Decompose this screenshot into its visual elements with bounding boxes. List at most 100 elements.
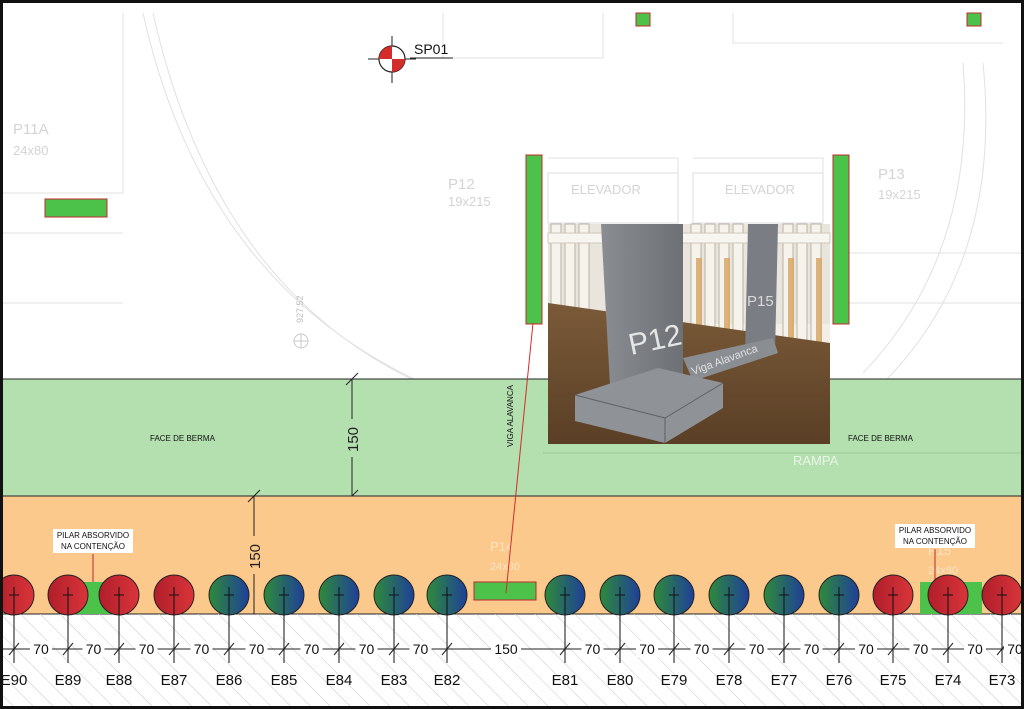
pile-label: E82 [434, 672, 461, 689]
column-label-p11a: P11A [13, 121, 49, 138]
absorbed-note-2-line2: NA CONTENÇÃO [903, 537, 967, 546]
pile-label: E87 [161, 672, 188, 689]
spacing-label: 150 [494, 641, 518, 657]
column-label-p14: P14 [490, 539, 513, 554]
pile-e86 [208, 574, 250, 663]
spacing-label: 70 [1007, 641, 1021, 657]
pile-e74 [927, 574, 969, 663]
spacing-tick [388, 642, 400, 656]
spacing-label: 70 [585, 641, 601, 657]
background-linework [3, 12, 1021, 394]
spacing-tick [168, 642, 180, 656]
spacing-label-bg [82, 641, 105, 657]
pile-e77 [763, 574, 805, 663]
render-column-p12 [601, 224, 683, 411]
spacing-label-bg [745, 641, 768, 657]
pile-e83 [373, 574, 415, 663]
column-block-top-2 [966, 12, 982, 27]
pile-e78 [708, 574, 750, 663]
berm-label-1: FACE DE BERMA [150, 434, 216, 443]
survey-point-label: SP01 [414, 41, 448, 57]
column-size-p14: 24x80 [490, 561, 520, 573]
pile-e89 [47, 574, 89, 663]
spacing-label: 70 [804, 641, 820, 657]
beam-leader-line [505, 322, 534, 594]
pile-label: E86 [216, 672, 243, 689]
spacing-label-bg [30, 641, 52, 657]
spacing-tick [833, 642, 845, 656]
spacing-label-bg [1004, 641, 1021, 657]
wall-column-block-p14 [473, 581, 537, 601]
spacing-tick [278, 642, 290, 656]
spacing-label: 70 [139, 641, 155, 657]
pile-label: E75 [880, 672, 907, 689]
spacing-label: 70 [639, 641, 655, 657]
wall-dim-label: 150 [247, 544, 264, 569]
render-wood-posts [696, 258, 822, 353]
spacing-tick [8, 642, 20, 656]
spacing-label-bg [491, 641, 521, 657]
spacing-label: 70 [913, 641, 929, 657]
render-label-p15: P15 [747, 293, 774, 310]
spacing-label: 70 [33, 641, 49, 657]
ramp-label: RAMPA [793, 453, 839, 468]
pile-e85 [263, 574, 305, 663]
column-size-p12: 19x215 [448, 194, 491, 209]
spacing-dimension-row: 7070707070707070150707070707070707070 [3, 641, 1021, 657]
spacing-label-bg [636, 641, 658, 657]
render-beam [683, 338, 778, 381]
pile-e87 [153, 574, 195, 663]
pile-label: E81 [552, 672, 579, 689]
spacing-label: 70 [304, 641, 320, 657]
column-block-p11a [44, 198, 108, 218]
pile-e73 [981, 574, 1021, 663]
spacing-tick [778, 642, 790, 656]
pile-label: E90 [3, 672, 27, 689]
spacing-tick [668, 642, 680, 656]
berm-dim-label: 150 [345, 427, 362, 452]
pile-label: E74 [935, 672, 962, 689]
column-label-p12: P12 [448, 176, 475, 193]
spacing-label: 70 [694, 641, 710, 657]
spacing-label: 70 [749, 641, 765, 657]
level-mark: 927.52 [295, 295, 305, 323]
pile-e80 [599, 574, 641, 663]
absorbed-note-1-bg [53, 529, 133, 553]
spacing-tick [333, 642, 345, 656]
column-size-p13: 19x215 [878, 187, 921, 202]
pile-label: E80 [607, 672, 634, 689]
spacing-label-bg [581, 641, 604, 657]
pile-e90 [3, 574, 35, 663]
column-block-p12 [525, 154, 543, 325]
spacing-label-bg [245, 641, 268, 657]
spacing-label: 70 [86, 641, 102, 657]
spacing-label-bg [800, 641, 823, 657]
pile-label: E89 [55, 672, 82, 689]
absorbed-note-2-bg [895, 524, 975, 548]
pile-label: E83 [381, 672, 408, 689]
spacing-label-bg [909, 641, 932, 657]
pile-row [3, 574, 1021, 663]
render-3d-inset: P12 P15 Viga Alavanca [547, 223, 831, 444]
elevator-shaft-2 [692, 172, 824, 224]
column-block-p13 [832, 154, 850, 325]
spacing-tick [113, 642, 125, 656]
pile-e84 [318, 574, 360, 663]
pile-e88 [98, 574, 140, 663]
pile-label: E73 [989, 672, 1016, 689]
render-footing [575, 368, 723, 443]
pile-label: E79 [661, 672, 688, 689]
absorbed-note-1-line1: PILAR ABSORVIDO [57, 531, 129, 540]
survey-point-icon [368, 36, 453, 83]
pile-e79 [653, 574, 695, 663]
foundation-plan: P11A 24x80 P12 19x215 P13 19x215 ELEVADO… [3, 12, 1021, 706]
elevator-shaft-1 [547, 172, 679, 224]
spacing-label-bg [409, 641, 432, 657]
pile-e75 [872, 574, 914, 663]
spacing-label: 70 [858, 641, 874, 657]
spacing-tick [942, 642, 954, 656]
spacing-tick [441, 642, 453, 656]
column-size-p11a: 24x80 [13, 143, 48, 158]
